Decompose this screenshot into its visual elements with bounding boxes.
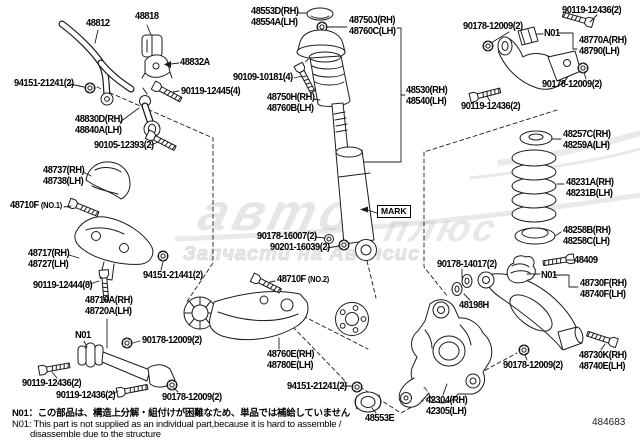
bushing-48553e-drawing: [354, 391, 382, 413]
label-nut-94151-21441: 94151-21441(2): [143, 270, 203, 281]
label-coil-spring-rh: 48231A(RH): [566, 177, 614, 188]
label-bolt-90119-12436-tr: 90119-12436(2): [562, 5, 622, 16]
label-upper-arm-rh: 48770A(RH): [579, 35, 627, 46]
label-cover-rh: 48737(RH): [43, 165, 85, 176]
lower-arm2-drawing: [477, 271, 584, 351]
label-bolt-90109-10181: 90109-10181(4): [233, 72, 293, 83]
lower-arm1-drawing: [183, 291, 309, 341]
shock-absorber-drawing: [296, 7, 377, 261]
label-support-lh: 48760C(LH): [349, 26, 396, 37]
coil-spring-drawing: [511, 130, 557, 245]
label-bolt-90119-12444: 90119-12444(8): [33, 280, 93, 291]
label-arm-assy-lh: 48740E(LH): [579, 361, 626, 372]
figure-code: 484683: [592, 417, 626, 428]
label-trailing-arm-lh: 48720A(LH): [85, 306, 132, 317]
label-bolt-48710f-no1: 48710F (NO.1): [10, 200, 63, 211]
leader-arrowheads: [164, 61, 368, 213]
label-bumper-lh: 48760B(LH): [267, 103, 314, 114]
label-stabilizer-bar: 48812: [86, 18, 110, 29]
label-support-cap-lh: 48554A(LH): [251, 17, 298, 28]
label-knuckle-rh: 42304(RH): [426, 395, 468, 406]
note-jp: N01：この部品は、構造上分解・組付けが困難なため、単品では補給していません: [12, 408, 350, 419]
label-washer-90178-16007: 90178-16007(2): [257, 231, 317, 242]
label-arm-assy-rh: 48730K(RH): [579, 350, 627, 361]
stabilizer-link-drawing: [139, 87, 161, 143]
label-upper-arm-lh: 48790(LH): [579, 46, 620, 57]
upper-control-arm-drawing: [497, 26, 582, 90]
cover-48737-drawing: [85, 161, 131, 200]
label-lower-arm1-rh: 48760E(RH): [267, 349, 315, 360]
stabilizer-bar-drawing: [58, 20, 135, 106]
label-brace-rh: 48717(RH): [28, 248, 70, 259]
label-stabilizer-link-rh: 48830D(RH): [75, 114, 123, 125]
label-plate-washer-48198h: 48198H: [459, 300, 489, 311]
label-stabilizer-bracket: 48832A: [180, 57, 210, 68]
stabilizer-bushing-drawing: [141, 34, 163, 58]
knuckle-drawing: [398, 299, 493, 408]
label-lower-arm1-lh: 48780E(LH): [267, 360, 314, 371]
label-brace-lh: 48727(LH): [28, 259, 69, 270]
stabilizer-bracket-drawing: [141, 54, 173, 79]
label-spring-upper-insulator-lh: 48259A(LH): [563, 140, 610, 151]
label-n01-trailing-arm: N01: [75, 330, 91, 341]
leader-lines: [51, 12, 606, 414]
label-stabilizer-link-lh: 48840A(LH): [75, 125, 122, 136]
label-bushing-48553e: 48553E: [365, 413, 395, 424]
member-brace-48717-drawing: [74, 216, 154, 281]
label-nut-90178-12009-bl2: 90178-12009(2): [162, 392, 222, 403]
label-spring-lower-insulator-rh: 48258B(RH): [563, 225, 611, 236]
label-trailing-arm-rh: 48710A(RH): [85, 295, 133, 306]
label-spring-upper-insulator-rh: 48257C(RH): [563, 129, 611, 140]
label-bolt-90119-12436-bl1: 90119-12436(2): [22, 378, 82, 389]
label-bolt-90119-12436-bl2: 90119-12436(2): [56, 390, 116, 401]
label-nut-90178-12009-bl1: 90178-12009(2): [142, 335, 202, 346]
boot-48409-drawing: [506, 255, 536, 284]
label-nut-90178-12009-top: 90178-12009(2): [463, 21, 523, 32]
mark-box: MARK: [377, 205, 411, 218]
label-nut-90178-12009-br: 90178-12009(2): [503, 360, 563, 371]
label-bolt-90105-12393: 90105-12393(2): [94, 140, 154, 151]
label-bolt-90119-12436-mid: 90119-12436(2): [461, 101, 521, 112]
label-knuckle-lh: 42305(LH): [426, 406, 467, 417]
label-lower-arm2-rh: 48730F(RH): [580, 278, 627, 289]
label-n01-lower-arm2: N01: [541, 270, 557, 281]
hub-bearing-drawing: [335, 302, 369, 336]
label-nut-94151-21241-b: 94151-21241(2): [287, 381, 347, 392]
label-cover-lh: 48738(LH): [43, 176, 84, 187]
label-lower-arm2-lh: 48740F(LH): [580, 289, 626, 300]
label-stabilizer-bushing: 48818: [135, 11, 159, 22]
trailing-arm-drawing: [77, 342, 176, 388]
label-spring-lower-insulator-lh: 48258C(LH): [563, 236, 610, 247]
label-support-cap-rh: 48553D(RH): [251, 6, 299, 17]
label-washer-90178-14017: 90178-14017(2): [437, 259, 497, 270]
label-bumper-rh: 48750H(RH): [267, 92, 315, 103]
label-shock-lh: 48540(LH): [406, 96, 447, 107]
label-bolt-90119-12445: 90119-12445(4): [181, 86, 241, 97]
label-coil-spring-lh: 48231B(LH): [566, 188, 613, 199]
label-bolt-48409: 48409: [574, 255, 598, 266]
label-bolt-48710f-no2: 48710F (NO.2): [277, 274, 330, 285]
label-shock-rh: 48530(RH): [406, 85, 448, 96]
label-nut-90201-16039: 90201-16039(2): [270, 242, 330, 253]
label-support-rh: 48750J(RH): [349, 15, 396, 26]
washers-90178-14017-drawing: [451, 274, 473, 296]
note-en-line2: disassemble due to the structure: [30, 429, 161, 440]
label-nut-90178-12009-right: 90178-12009(2): [542, 79, 602, 90]
note-en-line1: N01: This part is not supplied as an ind…: [12, 419, 342, 430]
label-nut-94151-21241-a: 94151-21241(2): [14, 78, 74, 89]
label-n01-upper-arm: N01: [544, 28, 560, 39]
